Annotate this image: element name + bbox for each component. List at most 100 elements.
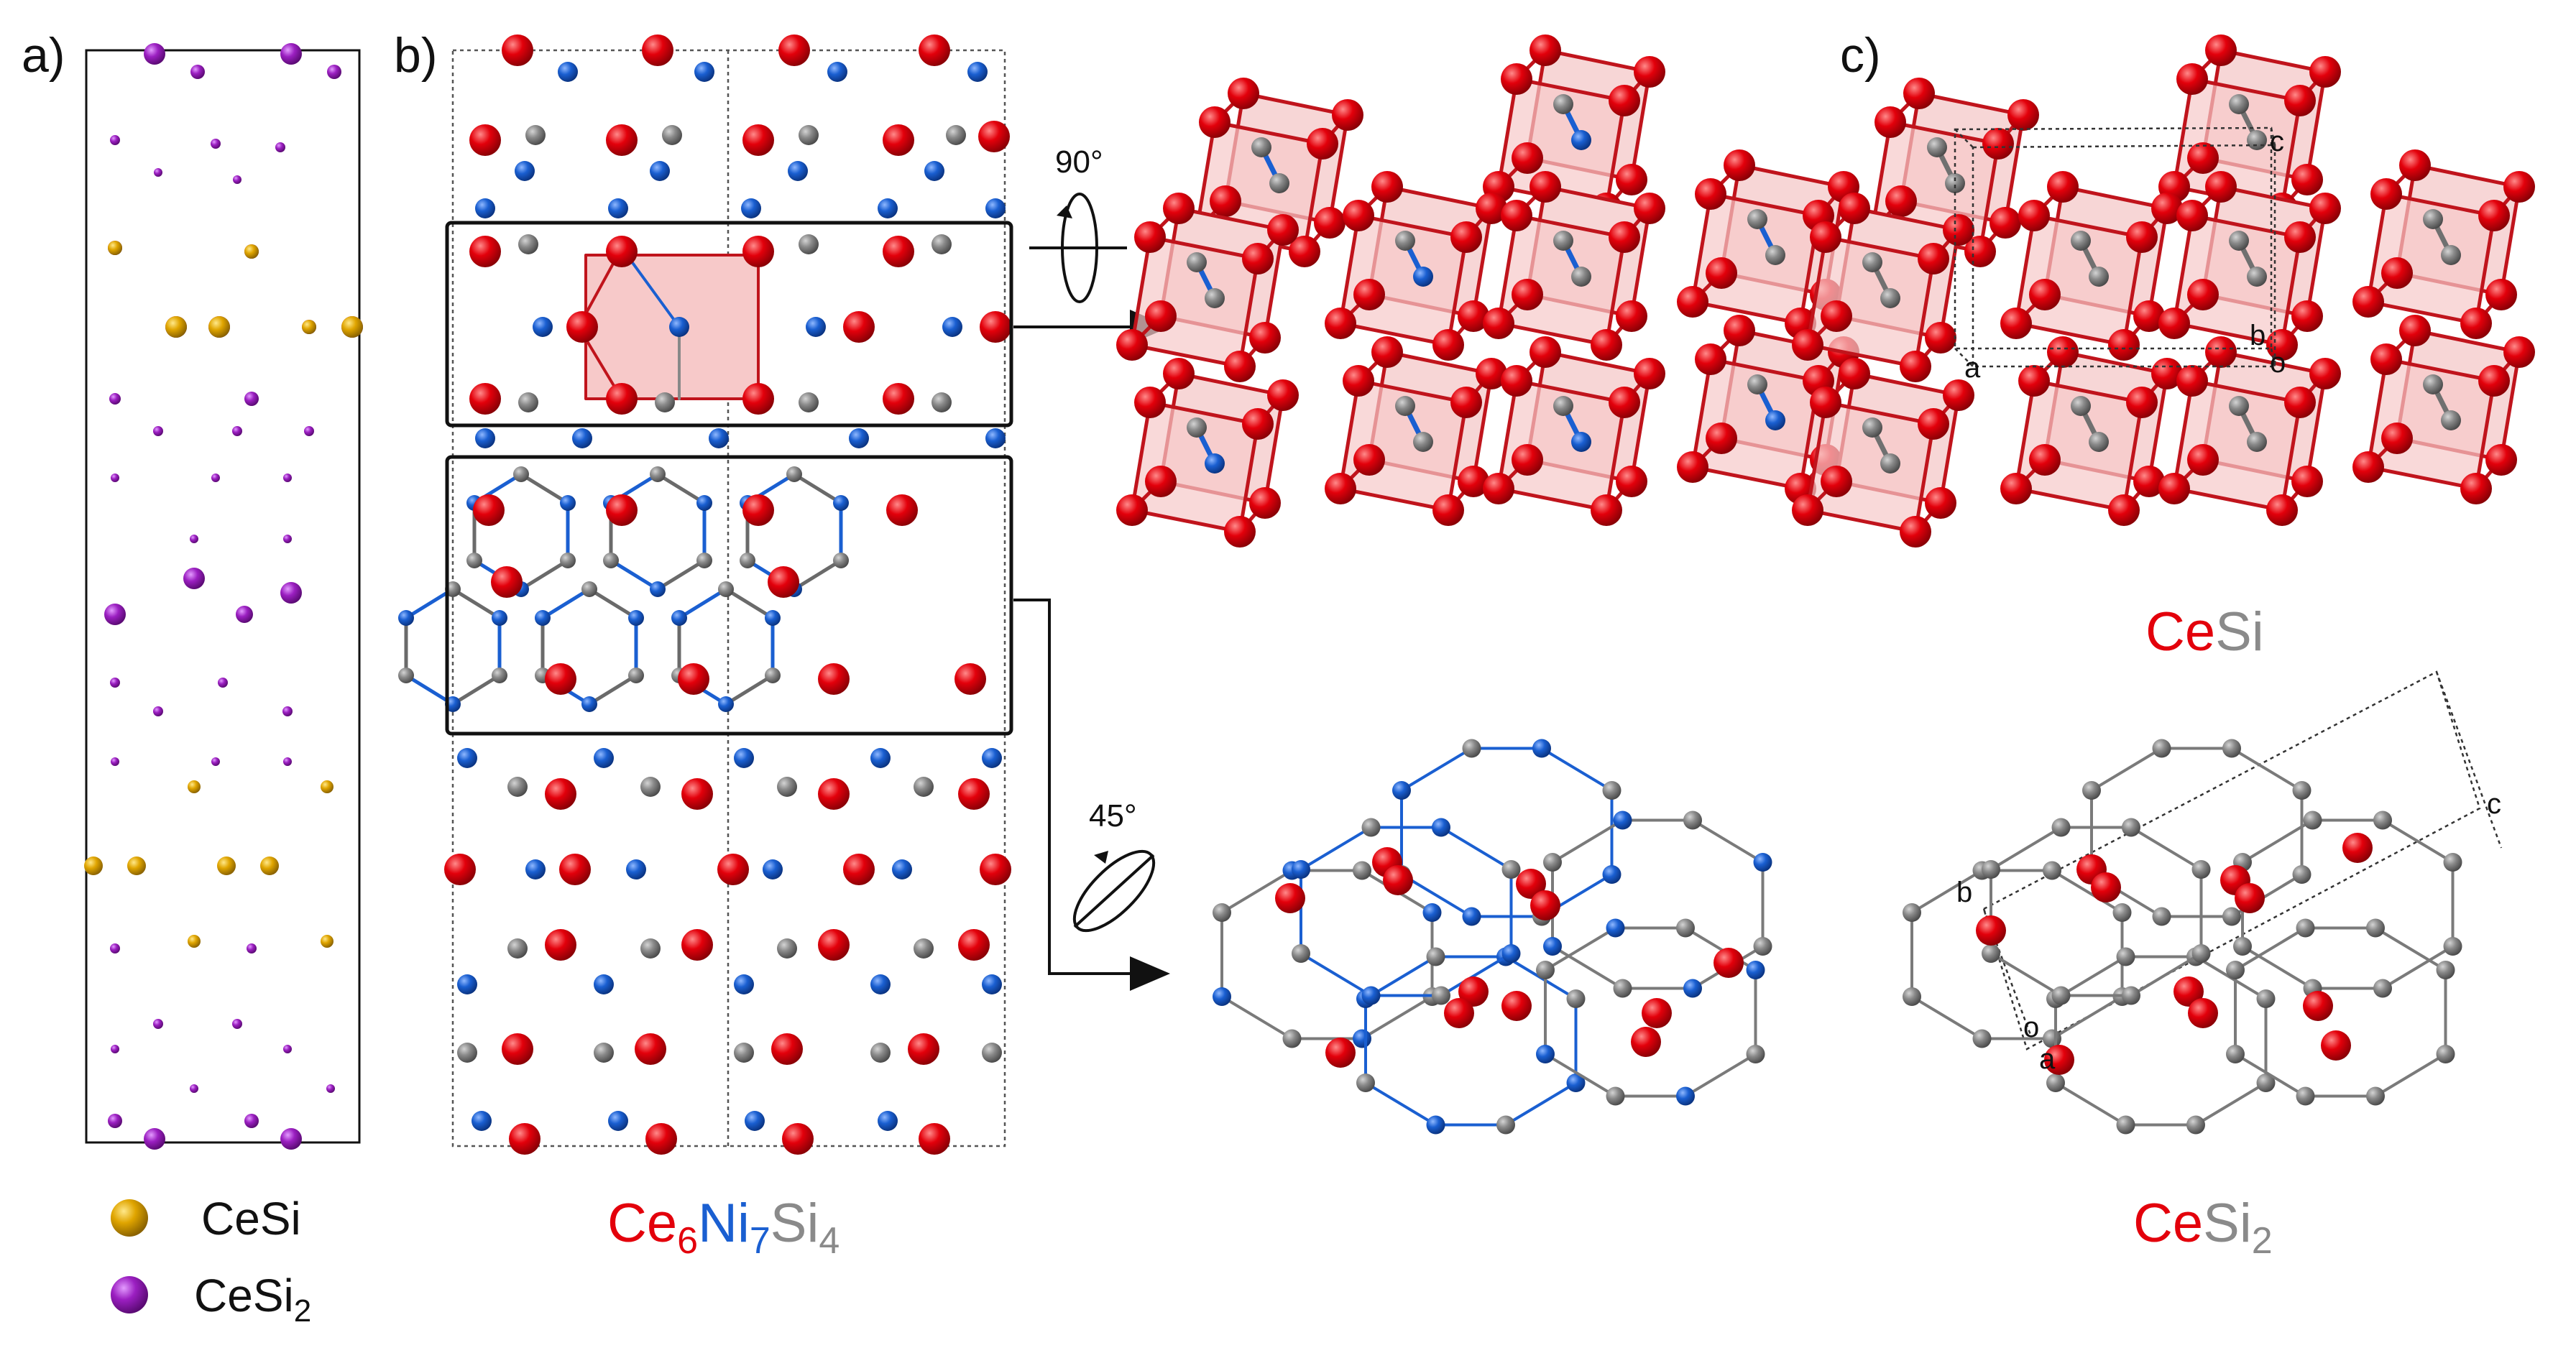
- cesi2-atom: [232, 426, 242, 436]
- bond: [792, 472, 843, 505]
- si-atom: [1413, 432, 1433, 452]
- ce-atom: [1325, 473, 1356, 504]
- ce-atom: [1925, 322, 1956, 354]
- ce-atom: [1609, 85, 1640, 116]
- ce-atom: [545, 778, 576, 810]
- si-atom: [1251, 137, 1271, 157]
- ce-atom: [768, 566, 799, 598]
- ce-atom: [2478, 200, 2510, 231]
- si-atom: [2373, 811, 2392, 830]
- si-atom: [2116, 947, 2135, 966]
- si-atom: [518, 234, 538, 254]
- si-atom: [777, 777, 797, 797]
- ce-atom: [2176, 200, 2208, 231]
- cesi2-atom: [280, 43, 302, 65]
- ce-atom: [473, 494, 505, 526]
- cesi2-atom: [190, 65, 205, 79]
- ce-atom: [818, 929, 850, 961]
- ni-atom: [985, 198, 1006, 218]
- bond: [1551, 818, 1624, 864]
- ce-atom: [2205, 34, 2237, 66]
- bond: [1910, 869, 1984, 914]
- ce-atom: [954, 663, 986, 695]
- si-atom: [1972, 1029, 1992, 1048]
- panel-b-highlight-slab-top: [445, 221, 1013, 428]
- si-atom: [1462, 739, 1481, 758]
- ce-atom: [2321, 1030, 2351, 1061]
- bond: [2130, 952, 2203, 997]
- cesi-atom: [127, 856, 146, 875]
- cesi-atom: [217, 856, 236, 875]
- si-atom: [2112, 903, 2132, 922]
- cesi2-atom: [326, 1084, 335, 1093]
- cesi2-atom: [110, 678, 120, 688]
- si-atom: [1553, 231, 1573, 251]
- cesi-axis-c: c: [2270, 126, 2284, 157]
- bond: [540, 587, 592, 620]
- ce-atom: [2485, 444, 2517, 476]
- si-atom: [1553, 396, 1573, 416]
- ce-atom: [2187, 142, 2219, 174]
- si-atom: [513, 466, 529, 482]
- ce-atom: [1458, 300, 1489, 332]
- si-atom: [2441, 410, 2461, 430]
- ni-atom: [1462, 907, 1481, 926]
- si-atom: [1269, 173, 1289, 193]
- si-atom: [1927, 137, 1947, 157]
- bond: [1910, 995, 1984, 1040]
- ce-atom: [1199, 106, 1230, 138]
- si-atom: [1880, 453, 1900, 474]
- si-atom: [2152, 907, 2171, 926]
- ni-atom: [1566, 1073, 1586, 1092]
- ni-atom: [892, 859, 912, 879]
- si-atom: [2089, 432, 2109, 452]
- ce-atom: [2352, 451, 2384, 483]
- ce-atom: [1343, 200, 1374, 231]
- si-atom: [2423, 209, 2443, 229]
- ce-atom: [1476, 358, 1507, 389]
- si-atom: [1543, 853, 1562, 872]
- bond: [1990, 952, 2063, 997]
- cesi2-atom: [183, 568, 205, 589]
- cesi2-axis-c: c: [2487, 788, 2501, 820]
- cesi2-atom: [153, 426, 163, 436]
- ni-atom: [1765, 410, 1785, 430]
- ce-atom: [2158, 473, 2190, 504]
- ce-atom: [2007, 99, 2039, 131]
- bond: [2381, 945, 2455, 990]
- bond: [2241, 818, 2314, 864]
- bond: [2051, 995, 2124, 1040]
- panel-a-atoms: [84, 43, 363, 1150]
- si-atom: [2373, 979, 2392, 998]
- ce-atom: [1516, 869, 1546, 899]
- ce-atom: [2235, 883, 2265, 913]
- ni-atom: [982, 974, 1002, 994]
- legend: CeSi CeSi2: [111, 1193, 311, 1329]
- ce-atom: [1591, 494, 1622, 526]
- ce-atom: [818, 663, 850, 695]
- cesi-unit-cell: [1954, 126, 2276, 368]
- formula-cesi2: CeSi2: [2133, 1193, 2273, 1262]
- ni-atom: [1602, 865, 1622, 884]
- ce-atom: [1695, 343, 1726, 375]
- panel-label-b: b): [394, 28, 437, 83]
- cesi2-atom: [144, 43, 165, 65]
- si-atom: [932, 234, 952, 254]
- bond: [587, 587, 638, 620]
- ce-atom: [566, 311, 598, 343]
- si-atom: [457, 1043, 477, 1063]
- ce-atom: [1695, 178, 1726, 210]
- cesi2-atom: [232, 1019, 242, 1029]
- si-atom: [2116, 1115, 2135, 1135]
- ni-atom: [870, 974, 891, 994]
- ce-atom: [1145, 300, 1177, 332]
- si-atom: [1903, 987, 1921, 1006]
- bond: [1400, 873, 1473, 918]
- ce-atom: [1267, 214, 1299, 246]
- cesi2-atom: [304, 426, 314, 436]
- ce-atom: [1642, 998, 1672, 1028]
- ce-atom: [642, 34, 673, 66]
- si-atom: [2089, 267, 2109, 287]
- si-atom: [640, 777, 661, 797]
- ce-atom: [2370, 343, 2402, 375]
